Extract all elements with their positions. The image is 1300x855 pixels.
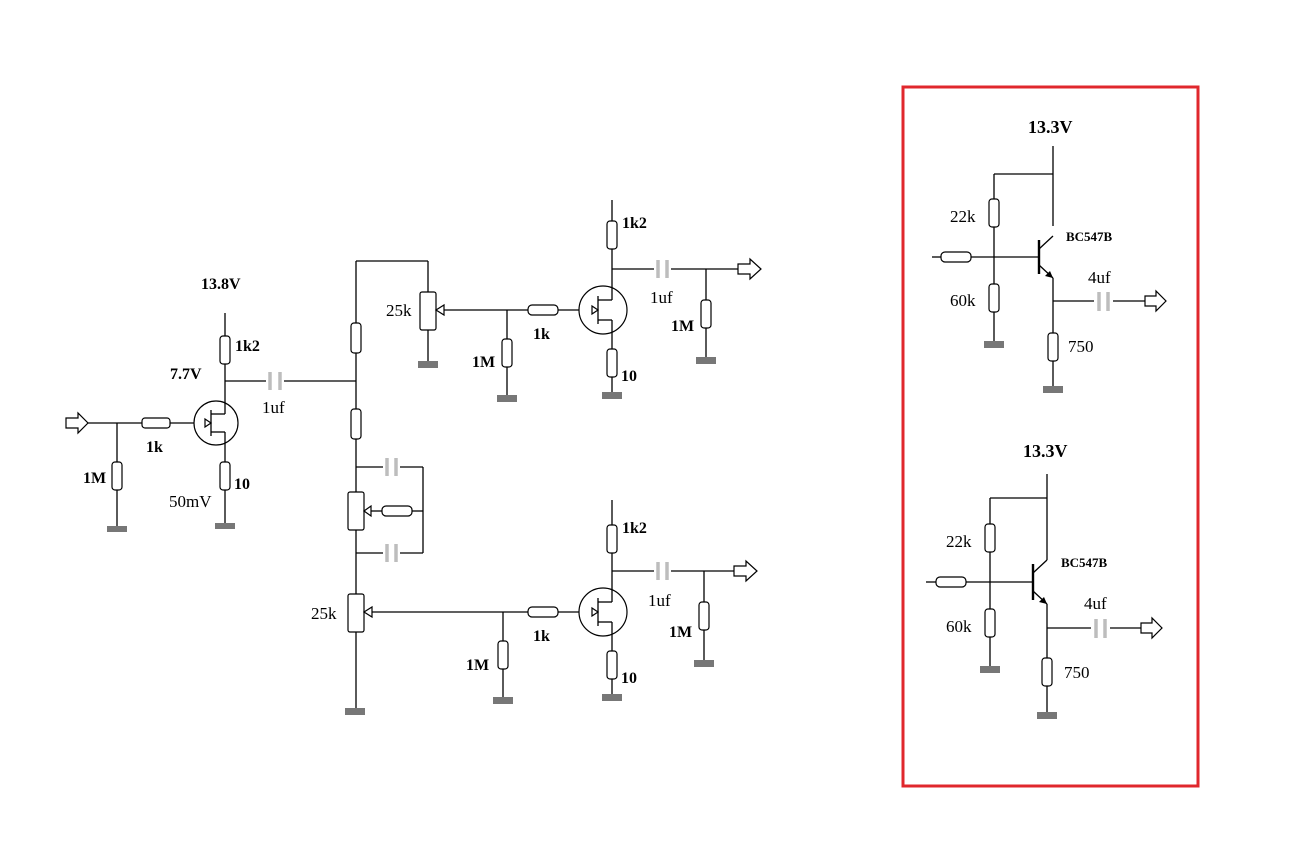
upper-output-resistor-label: 1M xyxy=(671,318,694,335)
lower-gate-resistor-label: 1k xyxy=(533,628,550,645)
bjt-top-bias-lower-resistor xyxy=(988,283,1000,313)
input-supply-label: 13.8V xyxy=(201,276,241,293)
bjt-bottom-bias-lower-label: 60k xyxy=(946,617,972,636)
input-stage xyxy=(65,313,356,532)
output-arrow-icon xyxy=(733,559,758,583)
bjt-stage-bottom xyxy=(926,474,1163,719)
bjt-bottom-bias-upper-label: 22k xyxy=(946,532,972,551)
lower-source-resistor-label: 10 xyxy=(621,670,637,687)
input-gate-resistor-label: 1k xyxy=(146,439,163,456)
pot-lower-label: 25k xyxy=(311,604,337,623)
bjt-top-transistor-label: BC547B xyxy=(1066,229,1113,244)
bjt-top-bias-lower-label: 60k xyxy=(950,291,976,310)
ground-icon xyxy=(1037,712,1057,719)
upper-cap-label: 1uf xyxy=(650,288,673,307)
input-drain-resistor-label: 1k2 xyxy=(235,338,260,355)
lower-gate-resistor xyxy=(527,606,559,618)
bjt-bottom-input-resistor xyxy=(935,576,967,588)
lower-drain-resistor xyxy=(606,524,618,554)
bjt-top-bias-upper-label: 22k xyxy=(950,207,976,226)
bjt-stage-top xyxy=(932,146,1167,393)
bjt-bottom-emitter-resistor xyxy=(1041,657,1053,687)
input-source-resistor-label: 10 xyxy=(234,476,250,493)
output-arrow-icon xyxy=(1140,616,1163,640)
input-shunt-resistor xyxy=(111,461,123,491)
jfet-input-icon xyxy=(193,400,239,446)
bjt-top-emitter-label: 750 xyxy=(1068,337,1094,356)
upper-bias-resistor xyxy=(501,338,513,368)
input-shunt-resistor-label: 1M xyxy=(83,470,106,487)
input-source-voltage-label: 50mV xyxy=(169,492,212,511)
bjt-bottom-supply-label: 13.3V xyxy=(1023,441,1068,461)
ground-icon xyxy=(984,341,1004,348)
ground-icon xyxy=(694,660,714,667)
lower-stage xyxy=(362,500,758,704)
input-source-resistor xyxy=(219,461,231,491)
lower-bias-resistor-label: 1M xyxy=(466,657,489,674)
ground-icon xyxy=(345,708,365,715)
upper-drain-resistor-label: 1k2 xyxy=(622,215,647,232)
lower-bias-resistor xyxy=(497,640,509,670)
pot-upper-label: 25k xyxy=(386,301,412,320)
bjt-top-emitter-resistor xyxy=(1047,332,1059,362)
input-series-resistor xyxy=(141,417,171,429)
lower-source-resistor xyxy=(606,650,618,680)
input-arrow-icon xyxy=(65,411,89,435)
npn-transistor-icon xyxy=(1039,597,1047,604)
ground-icon xyxy=(602,694,622,701)
bjt-top-input-resistor xyxy=(940,251,972,263)
lower-output-resistor-label: 1M xyxy=(669,624,692,641)
input-cap-label: 1uf xyxy=(262,398,285,417)
lower-cap-label: 1uf xyxy=(648,591,671,610)
bjt-bottom-bias-upper-resistor xyxy=(984,523,996,553)
divider-resistor-top xyxy=(350,322,362,354)
ground-icon xyxy=(696,357,716,364)
bjt-bottom-emitter-label: 750 xyxy=(1064,663,1090,682)
bjt-top-cap-label: 4uf xyxy=(1088,268,1111,287)
ground-icon xyxy=(493,697,513,704)
upper-stage xyxy=(418,200,762,402)
output-arrow-icon xyxy=(1144,289,1167,313)
input-drain-resistor xyxy=(219,335,231,365)
alternative-panel-frame xyxy=(901,85,1200,788)
input-drain-voltage-label: 7.7V xyxy=(170,366,202,383)
upper-output-resistor xyxy=(700,299,712,329)
bjt-top-bias-upper-resistor xyxy=(988,198,1000,228)
jfet-upper-icon xyxy=(578,285,628,335)
tone-pot-icon xyxy=(347,491,365,531)
bjt-bottom-cap-label: 4uf xyxy=(1084,594,1107,613)
ground-icon xyxy=(215,523,235,529)
ground-icon xyxy=(602,392,622,399)
upper-source-resistor-label: 10 xyxy=(621,368,637,385)
ground-icon xyxy=(980,666,1000,673)
upper-drain-resistor xyxy=(606,220,618,250)
ground-icon xyxy=(418,361,438,368)
jfet-lower-icon xyxy=(578,587,628,637)
ground-icon xyxy=(497,395,517,402)
lower-drain-resistor-label: 1k2 xyxy=(622,520,647,537)
bjt-top-supply-label: 13.3V xyxy=(1028,117,1073,137)
pot-lower-icon xyxy=(347,593,365,633)
npn-transistor-icon xyxy=(1045,271,1053,278)
upper-source-resistor xyxy=(606,348,618,378)
divider-resistor-mid xyxy=(350,408,362,440)
bjt-bottom-transistor-label: BC547B xyxy=(1061,555,1108,570)
ground-icon xyxy=(107,526,127,532)
lower-output-resistor xyxy=(698,601,710,631)
bjt-bottom-bias-lower-resistor xyxy=(984,608,996,638)
upper-gate-resistor-label: 1k xyxy=(533,326,550,343)
divider-chain xyxy=(345,260,429,715)
upper-bias-resistor-label: 1M xyxy=(472,354,495,371)
ground-icon xyxy=(1043,386,1063,393)
pot-upper-icon xyxy=(419,291,437,331)
output-arrow-icon xyxy=(737,257,762,281)
upper-gate-resistor xyxy=(527,304,559,316)
